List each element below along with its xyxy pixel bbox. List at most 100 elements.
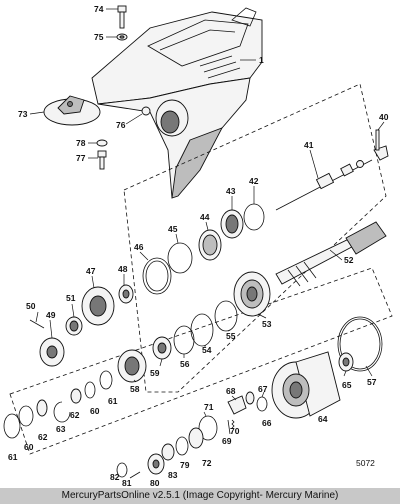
ring-55[interactable] xyxy=(214,300,238,332)
label-51: 51 xyxy=(66,293,76,303)
label-65: 65 xyxy=(342,380,352,390)
bolt-77[interactable] xyxy=(97,150,107,170)
nut-76[interactable] xyxy=(141,106,151,116)
label-81: 81 xyxy=(122,478,132,488)
bearing-59[interactable] xyxy=(152,336,172,360)
gear-49[interactable] xyxy=(39,337,65,367)
spacer-48[interactable] xyxy=(118,284,134,304)
label-49: 49 xyxy=(46,310,56,320)
label-52: 52 xyxy=(344,255,354,265)
label-72: 72 xyxy=(202,458,212,468)
label-41: 41 xyxy=(304,140,314,150)
bearing-83[interactable] xyxy=(161,443,175,461)
label-50: 50 xyxy=(26,301,36,311)
label-61b: 61 xyxy=(8,452,18,462)
label-77: 77 xyxy=(76,153,86,163)
label-62: 62 xyxy=(70,410,80,420)
part-labels: 74 75 1 73 76 78 77 40 41 42 43 44 45 46… xyxy=(8,4,389,488)
label-64: 64 xyxy=(318,414,328,424)
label-45: 45 xyxy=(168,224,178,234)
label-80: 80 xyxy=(150,478,160,488)
gear-housing[interactable] xyxy=(91,7,263,199)
bearing-cup-43[interactable] xyxy=(220,209,244,239)
anode-73[interactable] xyxy=(43,95,101,126)
washer-61-lower[interactable] xyxy=(3,413,21,439)
shift-cam-40[interactable] xyxy=(373,129,389,161)
label-57: 57 xyxy=(367,377,377,387)
label-66: 66 xyxy=(262,418,272,428)
label-56: 56 xyxy=(180,359,190,369)
washer-78[interactable] xyxy=(96,139,108,147)
bearing-65[interactable] xyxy=(338,352,354,372)
bearing-carrier-64[interactable] xyxy=(271,351,341,419)
label-53: 53 xyxy=(262,319,272,329)
label-44: 44 xyxy=(200,212,210,222)
washer-60-lower[interactable] xyxy=(18,405,34,427)
label-62b: 62 xyxy=(38,432,48,442)
ring-71[interactable] xyxy=(198,415,218,441)
gear-80[interactable] xyxy=(147,453,165,475)
label-82: 82 xyxy=(110,472,120,482)
ring-66[interactable] xyxy=(256,396,268,412)
label-68: 68 xyxy=(226,386,236,396)
shim-45[interactable] xyxy=(167,242,193,274)
pin-50[interactable] xyxy=(29,319,45,329)
bearing-carrier-53[interactable] xyxy=(233,271,271,317)
pin-81[interactable] xyxy=(129,471,141,479)
pin-69[interactable] xyxy=(227,419,231,435)
label-79: 79 xyxy=(180,460,190,470)
o-ring-42[interactable] xyxy=(243,203,265,231)
label-58: 58 xyxy=(130,384,140,394)
label-59: 59 xyxy=(150,368,160,378)
cam-follower-68[interactable] xyxy=(227,395,247,415)
label-78: 78 xyxy=(76,138,86,148)
washer-61[interactable] xyxy=(84,381,96,399)
label-71: 71 xyxy=(204,402,214,412)
ring-82[interactable] xyxy=(116,462,128,478)
snap-ring-63[interactable] xyxy=(53,401,71,423)
propeller-shaft-52[interactable] xyxy=(275,221,387,287)
gear-58[interactable] xyxy=(117,349,147,383)
label-60b: 60 xyxy=(24,442,34,452)
retaining-ring-46[interactable] xyxy=(142,257,172,295)
label-67: 67 xyxy=(258,384,268,394)
label-54: 54 xyxy=(202,345,212,355)
bolt-74[interactable] xyxy=(117,5,127,29)
label-47: 47 xyxy=(86,266,96,276)
diagram-reference: 5072 xyxy=(356,458,375,468)
label-60: 60 xyxy=(90,406,100,416)
copyright-footer: MercuryPartsOnline v2.5.1 (Image Copyrig… xyxy=(0,488,400,504)
label-46: 46 xyxy=(134,242,144,252)
label-69: 69 xyxy=(222,436,232,446)
label-75: 75 xyxy=(94,32,104,42)
washer-60[interactable] xyxy=(99,370,113,390)
label-48: 48 xyxy=(118,264,128,274)
washer-56[interactable] xyxy=(173,325,195,355)
label-42: 42 xyxy=(249,176,259,186)
label-55: 55 xyxy=(226,331,236,341)
label-83: 83 xyxy=(168,470,178,480)
spring-70[interactable] xyxy=(231,419,235,429)
label-40: 40 xyxy=(379,112,389,122)
label-76: 76 xyxy=(116,120,126,130)
label-63: 63 xyxy=(56,424,66,434)
bearing-44[interactable] xyxy=(198,229,222,261)
cross-pin-51[interactable] xyxy=(65,316,83,336)
washer-75[interactable] xyxy=(116,33,128,41)
label-1: 1 xyxy=(259,55,264,65)
washer-79[interactable] xyxy=(175,436,189,456)
label-74: 74 xyxy=(94,4,104,14)
clutch-47[interactable] xyxy=(81,286,115,326)
ring-62-lower[interactable] xyxy=(36,399,48,417)
washer-72[interactable] xyxy=(188,427,204,449)
leader-lines xyxy=(29,8,385,417)
seal-ring-57[interactable] xyxy=(337,316,383,372)
washer-67[interactable] xyxy=(245,391,255,405)
label-43: 43 xyxy=(226,186,236,196)
label-70: 70 xyxy=(230,426,240,436)
label-73: 73 xyxy=(18,109,28,119)
ring-62[interactable] xyxy=(70,388,82,404)
label-61: 61 xyxy=(108,396,118,406)
shift-rod-41[interactable] xyxy=(275,159,373,211)
